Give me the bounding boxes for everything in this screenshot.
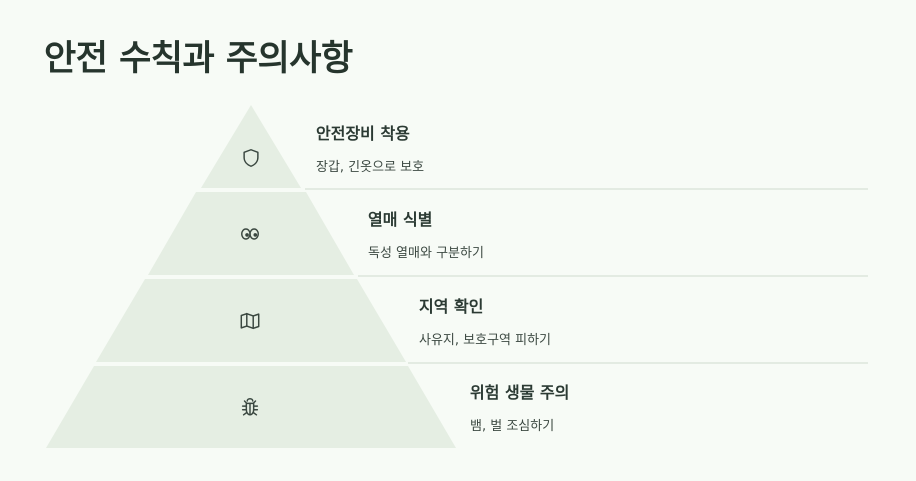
level-description: 뱀, 벌 조심하기 [470,419,555,434]
map-icon [240,312,260,330]
level-3-label: 지역 확인 사유지, 보호구역 피하기 [419,293,551,348]
level-heading: 위험 생물 주의 [470,383,570,402]
pyramid-tier-4 [46,366,456,448]
divider-2 [358,275,868,277]
level-1-label: 안전장비 착용 장갑, 긴옷으로 보호 [316,120,424,175]
bug-icon [241,398,259,416]
page-title: 안전 수칙과 주의사항 [44,39,353,79]
pyramid-tier-2 [148,192,354,275]
pyramid-tier-3 [96,279,406,362]
divider-1 [305,188,868,190]
level-2-label: 열매 식별 독성 열매와 구분하기 [368,206,484,261]
shield-icon [243,149,259,167]
level-description: 독성 열매와 구분하기 [368,246,484,261]
eyes-icon [241,228,259,240]
pyramid-tier-1 [201,105,301,188]
divider-3 [408,362,868,364]
level-heading: 지역 확인 [419,297,484,316]
level-heading: 열매 식별 [368,210,433,229]
level-4-label: 위험 생물 주의 뱀, 벌 조심하기 [470,379,569,434]
level-heading: 안전장비 착용 [316,124,410,143]
level-description: 사유지, 보호구역 피하기 [419,333,551,348]
level-description: 장갑, 긴옷으로 보호 [316,160,425,175]
